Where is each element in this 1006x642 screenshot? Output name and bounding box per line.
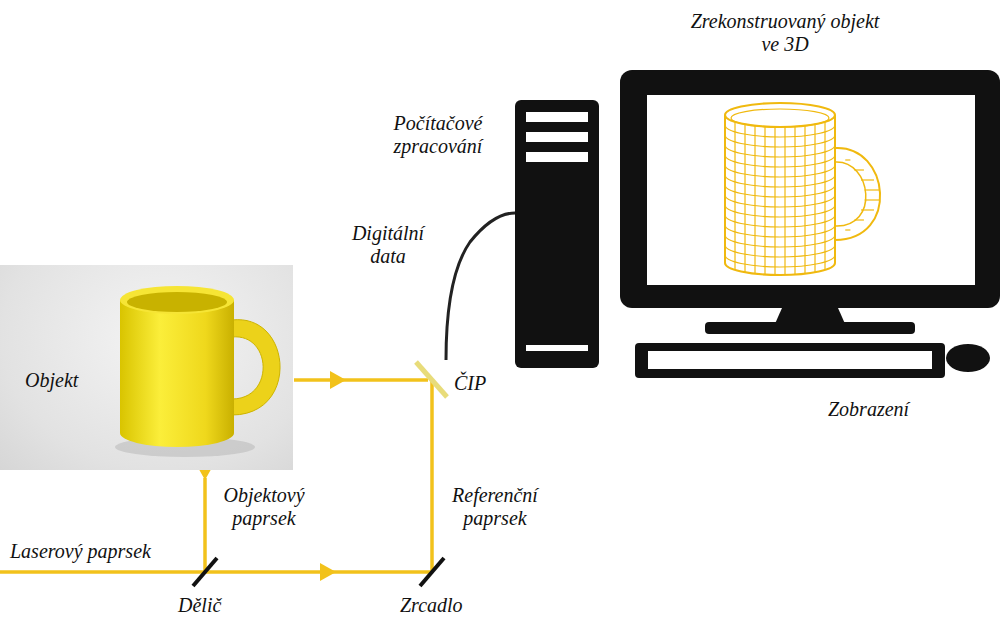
display-label: Zobrazení (828, 398, 909, 421)
monitor (620, 70, 1000, 334)
screen-title: Zrekonstruovaný objekt ve 3D (690, 10, 880, 56)
object-label: Objekt (25, 369, 78, 392)
mug-picture (0, 265, 293, 470)
reference-beam-label: Referenční paprsek (440, 484, 550, 530)
mirror-label: Zrcadlo (400, 594, 463, 617)
mirror (420, 558, 444, 586)
computer-tower (515, 100, 599, 368)
object-panel: Objekt (0, 265, 293, 470)
data-label: Digitální data (336, 222, 440, 268)
mouse (946, 344, 990, 372)
keyboard (635, 343, 945, 378)
chip-label: ČIP (454, 372, 486, 395)
data-cable (446, 213, 515, 360)
wireframe-mug (725, 103, 880, 275)
splitter-label: Dělič (178, 594, 221, 617)
beam-splitter (193, 558, 217, 586)
laser-label: Laserový paprsek (10, 540, 151, 563)
object-beam-label: Objektový paprsek (214, 484, 314, 530)
processing-label: Počítačové zpracování (368, 112, 508, 158)
sensor-chip (416, 362, 447, 397)
arrowhead (330, 371, 346, 389)
arrowhead (320, 563, 336, 581)
